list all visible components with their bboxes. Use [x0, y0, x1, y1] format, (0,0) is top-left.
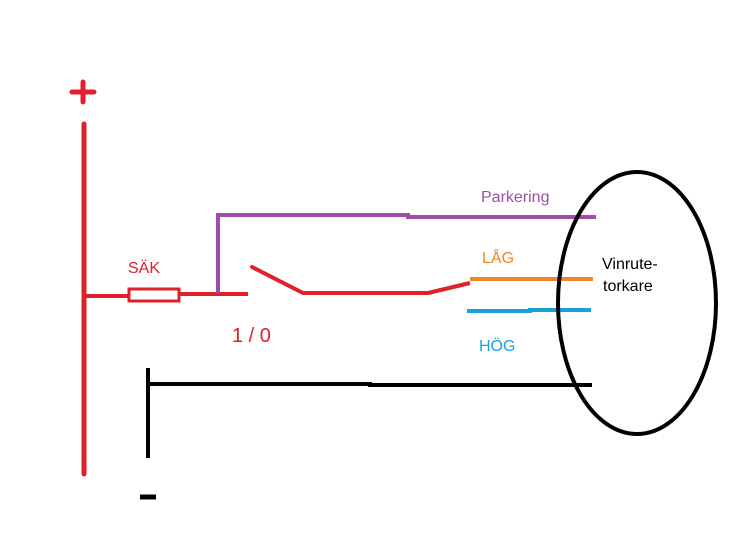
ground-wire [146, 368, 592, 458]
wiper-motor [556, 170, 718, 436]
switch-blade [250, 265, 305, 295]
low-speed-label: LÅG [482, 248, 514, 267]
switch-output-wire [303, 281, 471, 295]
positive-terminal-symbol [69, 79, 97, 105]
parking-label: Parkering [481, 189, 549, 206]
wiper-motor-label-line2: torkare [603, 278, 653, 295]
switch-label: 1 / 0 [232, 325, 271, 347]
parking-wire [216, 213, 596, 293]
fuse-label: SÄK [128, 259, 160, 277]
high-speed-label: HÖG [479, 337, 515, 355]
fuse [127, 287, 181, 303]
wiper-motor-label-line1: Vinrute- [602, 256, 658, 273]
high-speed-wire [467, 308, 591, 313]
